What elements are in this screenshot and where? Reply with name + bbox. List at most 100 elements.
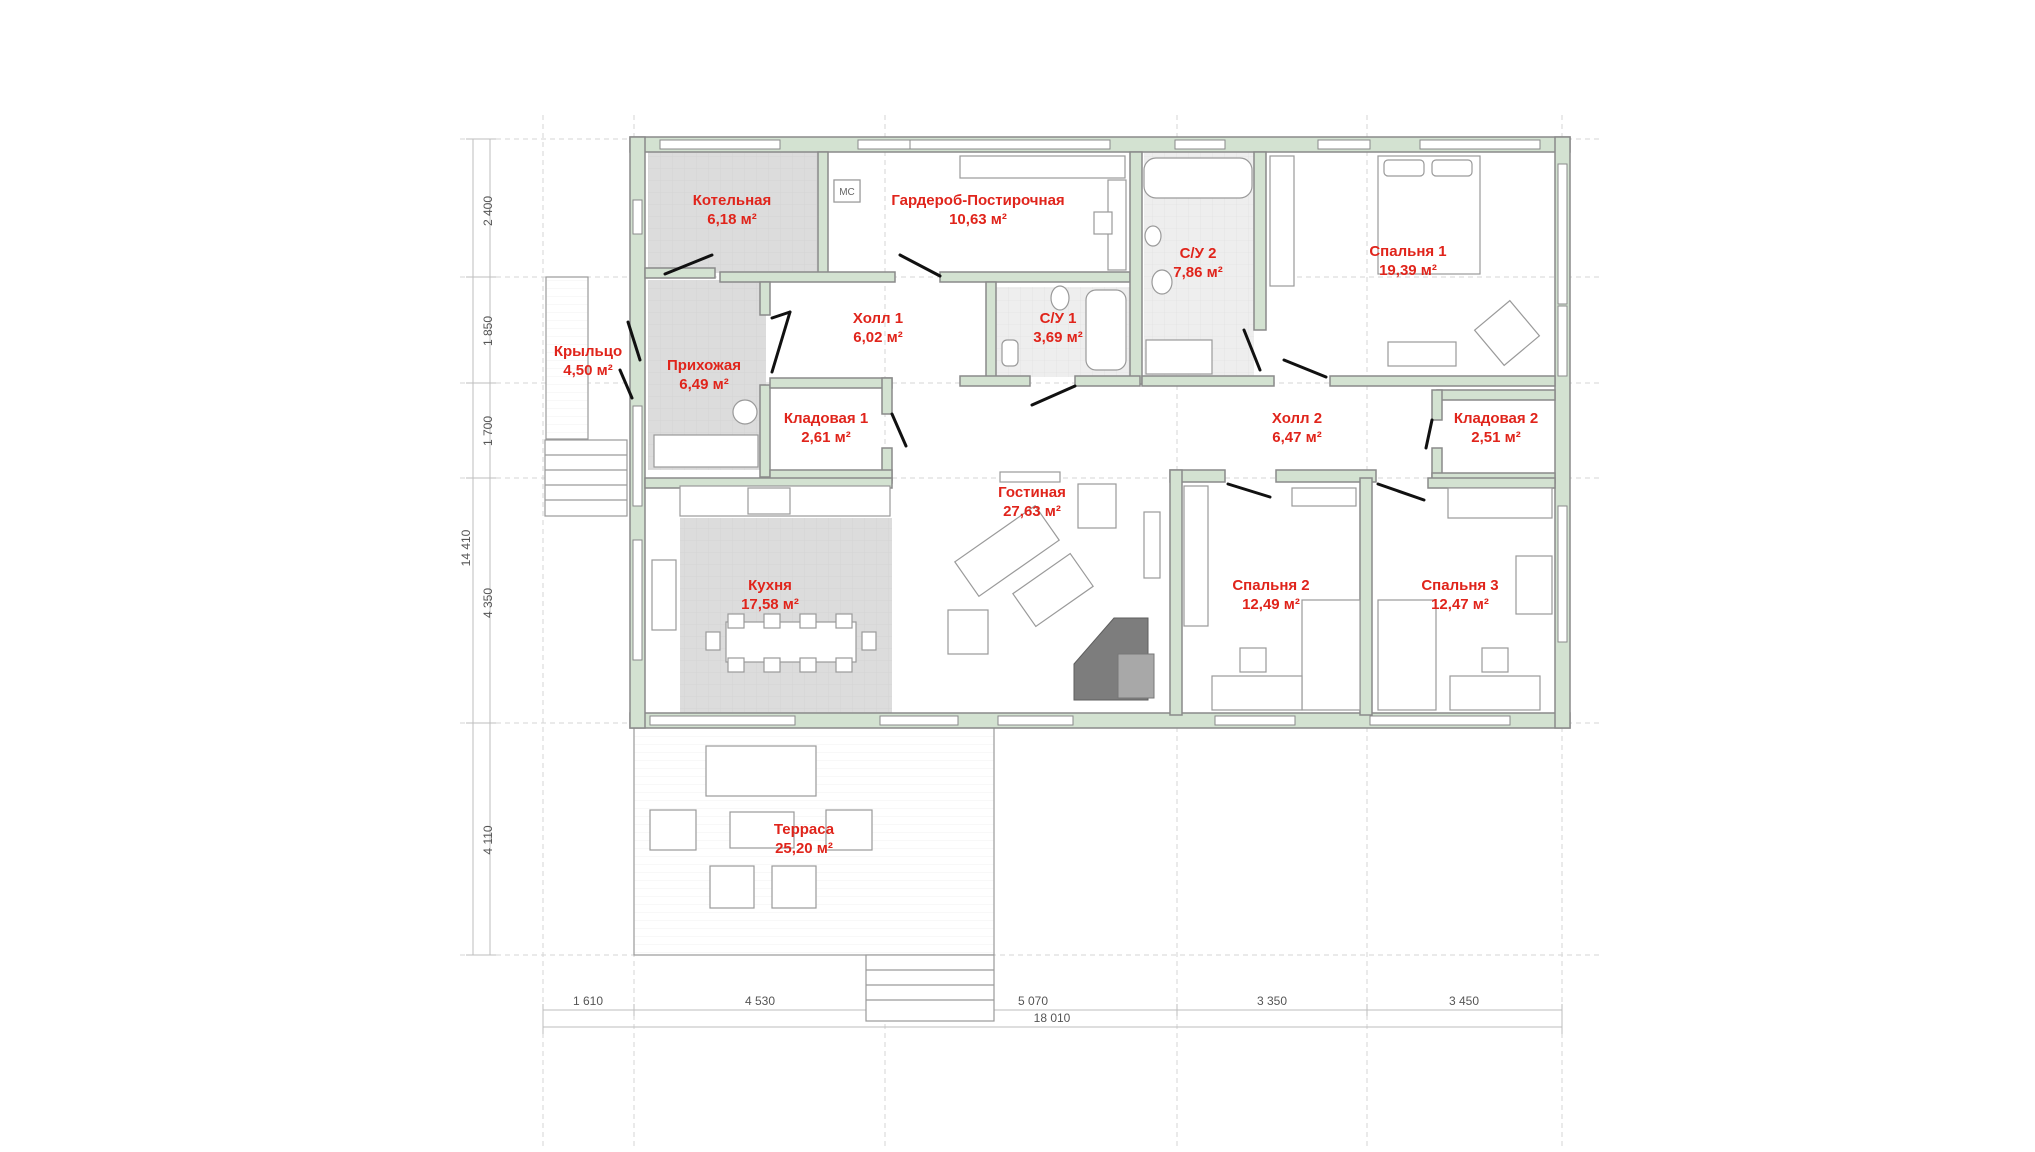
toilet-2	[1151, 269, 1173, 295]
door-storage2	[1424, 418, 1434, 450]
dining-chair-9	[705, 631, 721, 651]
wall-bath2-south	[1141, 375, 1275, 387]
wall-bedroom2-west	[1169, 469, 1183, 716]
floor-boiler	[648, 152, 818, 273]
door-hall1	[770, 310, 792, 320]
wall-hall1-north-a	[719, 271, 896, 283]
dim-bottom-total: 18 010	[1034, 1011, 1071, 1025]
room-name-bath2: С/У 2	[1180, 245, 1217, 262]
room-name-storage2: Кладовая 2	[1454, 410, 1538, 427]
room-area-boiler: 6,18 м²	[707, 211, 756, 228]
dining-chair-3	[799, 613, 817, 629]
living-lamp	[999, 471, 1061, 483]
room-area-entry: 6,49 м²	[679, 376, 728, 393]
window-w3	[632, 539, 643, 661]
bed-2	[1301, 599, 1361, 711]
window-e1	[1557, 163, 1568, 305]
bathtub-1	[1085, 289, 1127, 371]
terrace-sofa	[705, 745, 817, 797]
room-name-terrace: Терраса	[774, 821, 835, 838]
bed-3	[1377, 599, 1437, 711]
door-hall1-b	[770, 310, 792, 374]
terrace-chair-4	[771, 865, 817, 909]
entry-round-table	[732, 399, 758, 425]
toilet-1	[1050, 285, 1070, 311]
kitchen-stove	[747, 487, 791, 515]
door-bath1	[1030, 384, 1077, 407]
dining-table	[725, 621, 857, 663]
living-armchair-2	[947, 609, 989, 655]
furniture	[544, 155, 1553, 1022]
left-dimension-labels: 2 400 1 850 1 700 4 350 4 110 14 410	[459, 196, 495, 855]
wall-storage2-north	[1436, 389, 1556, 401]
dining-chair-5	[727, 657, 745, 673]
wall-bedroom2-north-b	[1275, 469, 1377, 483]
dim-bottom-3: 5 070	[1018, 994, 1048, 1008]
room-name-bedroom3: Спальня 3	[1421, 577, 1498, 594]
wall-bedroom-divider	[1359, 477, 1373, 716]
washer	[1093, 211, 1113, 235]
dining-chair-2	[763, 613, 781, 629]
room-area-kitchen: 17,58 м²	[741, 596, 799, 613]
room-name-hall1: Холл 1	[853, 310, 903, 327]
dining-chair-8	[835, 657, 853, 673]
dim-bottom-5: 3 450	[1449, 994, 1479, 1008]
fireplace-hearth	[1117, 653, 1155, 699]
window-n2	[857, 139, 911, 150]
dim-left-3: 1 700	[481, 416, 495, 446]
room-area-living: 27,63 м²	[1003, 503, 1061, 520]
wall-entry-east-bot	[759, 384, 771, 478]
window-s5	[1369, 715, 1511, 726]
boiler-tag: МС	[839, 187, 855, 198]
tv-bedroom-3	[1515, 555, 1553, 615]
dim-left-4: 4 350	[481, 588, 495, 618]
room-name-kitchen: Кухня	[748, 577, 792, 594]
bathtub-2	[1143, 157, 1253, 199]
bedroom2-wardrobe	[1183, 485, 1209, 627]
door-bedroom2	[1226, 482, 1272, 499]
boiler-tag-box	[833, 179, 861, 203]
shelf-bedroom-2	[1291, 487, 1357, 507]
room-name-storage1: Кладовая 1	[784, 410, 868, 427]
chair-bedroom-2	[1239, 647, 1267, 673]
window-n5	[1317, 139, 1371, 150]
wardrobe-rail-1	[959, 155, 1126, 179]
wall-bath1-south	[959, 375, 1031, 387]
dim-left-5: 4 110	[481, 825, 495, 854]
room-area-porch: 4,50 м²	[563, 362, 612, 379]
room-area-bath2: 7,86 м²	[1173, 264, 1222, 281]
room-area-bedroom1: 19,39 м²	[1379, 262, 1437, 279]
wall-bedroom3-north	[1427, 477, 1556, 489]
dining-chair-1	[727, 613, 745, 629]
wall-boiler-east	[817, 151, 829, 275]
room-area-terrace: 25,20 м²	[775, 840, 833, 857]
room-name-wardrobe: Гардероб-Постирочная	[891, 192, 1064, 209]
desk-bedroom-2	[1211, 675, 1303, 711]
wall-bedroom1-south	[1329, 375, 1556, 387]
kitchen-sink	[651, 559, 677, 631]
dining-chair-4	[835, 613, 853, 629]
chair-bedroom-3	[1481, 647, 1509, 673]
bedroom3-wardrobe	[1447, 487, 1553, 519]
window-w2	[632, 405, 643, 507]
window-s4	[1214, 715, 1296, 726]
armchair-bedroom-1	[1473, 299, 1541, 367]
dim-bottom-1: 1 610	[573, 994, 603, 1008]
living-armchair-1	[1077, 483, 1117, 529]
room-area-storage2: 2,51 м²	[1471, 429, 1520, 446]
door-swings	[618, 253, 1434, 502]
terrace-chair-2	[825, 809, 873, 851]
dining-chair-7	[799, 657, 817, 673]
dining-chair-6	[763, 657, 781, 673]
window-n6	[1419, 139, 1541, 150]
bed-1-pillow-b	[1431, 159, 1473, 177]
window-w1	[632, 199, 643, 235]
dim-left-total: 14 410	[459, 529, 473, 566]
left-dimension-chain	[466, 138, 496, 956]
door-boiler	[663, 253, 714, 276]
room-area-hall2: 6,47 м²	[1272, 429, 1321, 446]
sink-1	[1001, 339, 1019, 367]
door-porch-a	[626, 320, 642, 362]
